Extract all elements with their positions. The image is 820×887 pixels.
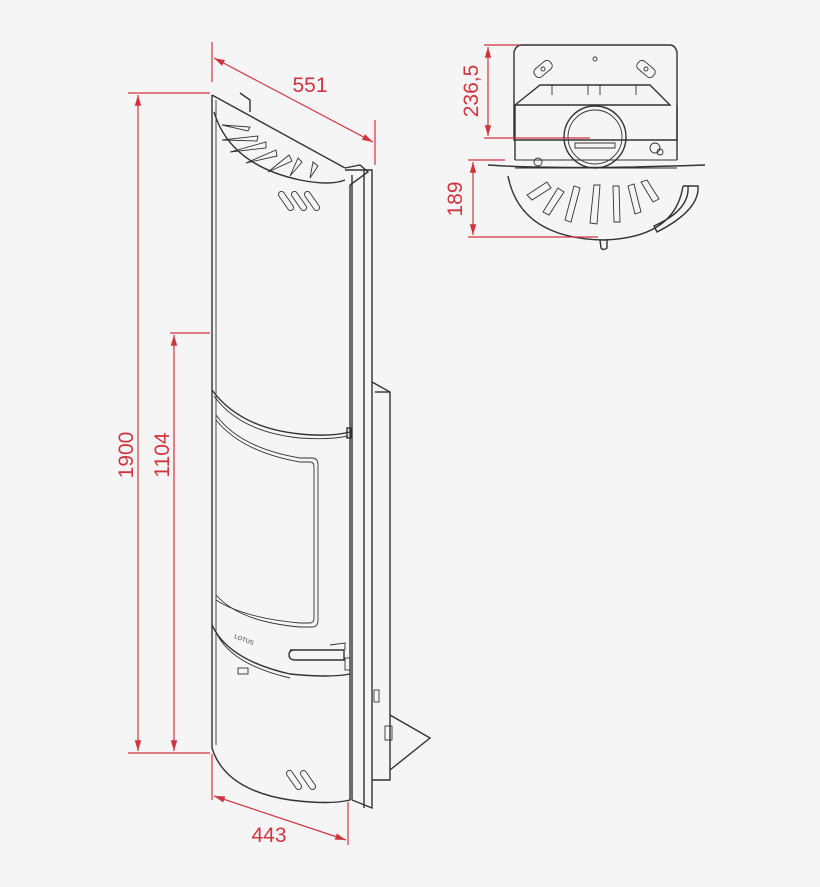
top-vent-slots xyxy=(221,124,319,179)
top-view-dimensions: 236,5 189 xyxy=(444,44,598,238)
side-vent-slots-bottom xyxy=(285,769,317,791)
side-view-dimensions: 1900 1104 551 443 xyxy=(115,42,376,847)
dim-door-height: 1104 xyxy=(151,432,174,477)
dim-width-bottom: 443 xyxy=(251,824,286,847)
top-view-vents xyxy=(526,179,660,225)
dim-total-height: 1900 xyxy=(115,432,138,479)
stove-top-view xyxy=(487,44,706,251)
dim-depth-top: 551 xyxy=(292,74,327,97)
brand-logo: LOTUS xyxy=(233,634,254,646)
dim-rear-depth: 236,5 xyxy=(460,65,483,118)
side-vent-slots-top xyxy=(277,190,321,212)
dim-front-depth: 189 xyxy=(444,181,467,216)
stove-side-view: LOTUS xyxy=(211,92,432,810)
